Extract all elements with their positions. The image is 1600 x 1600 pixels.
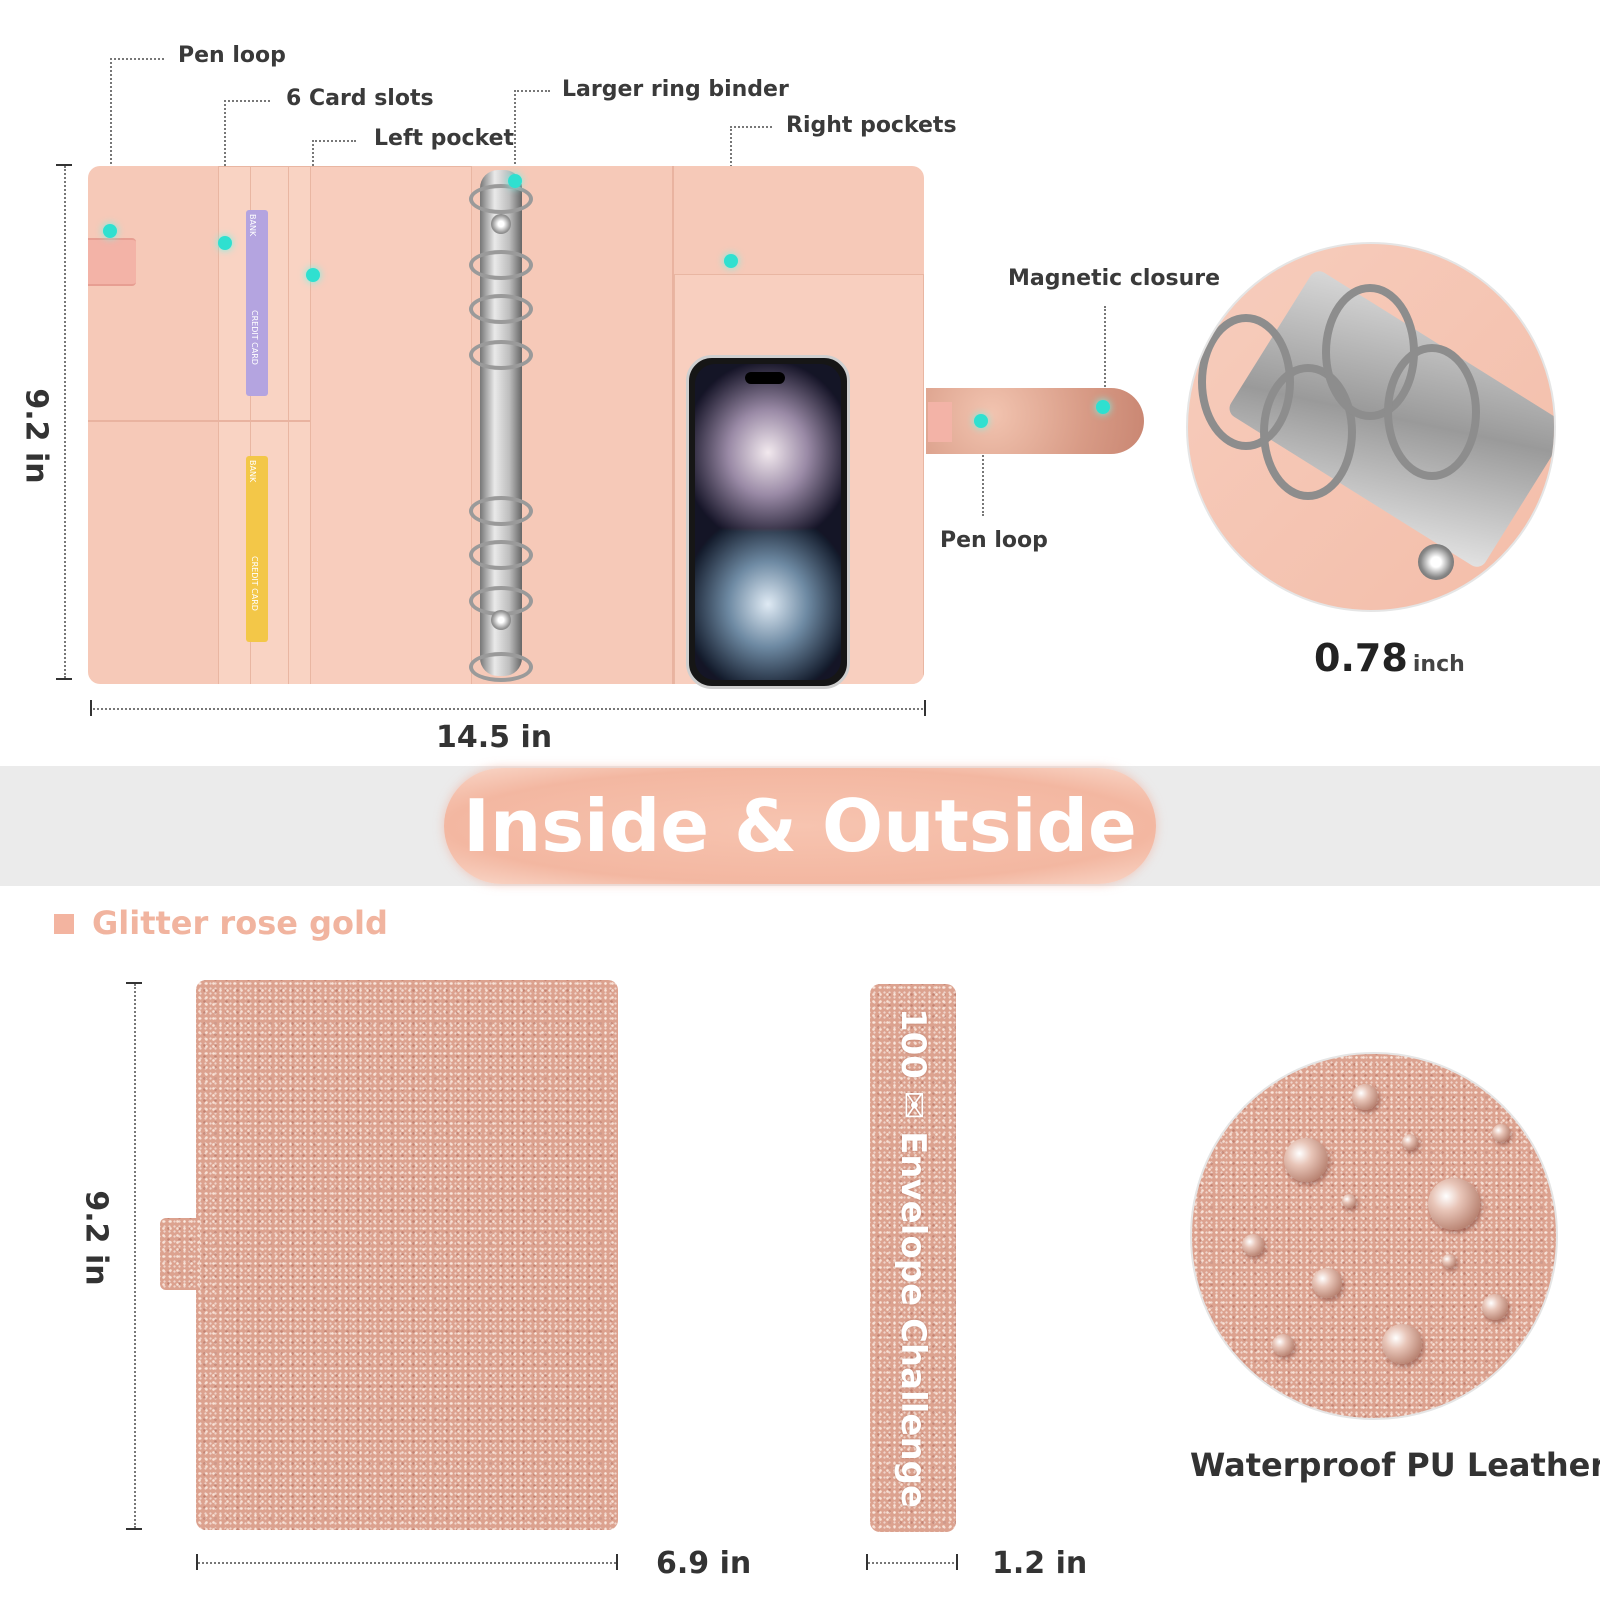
marker-pen-loop-right	[974, 414, 988, 428]
pen-loop-left	[88, 238, 136, 286]
callout-ring-binder: Larger ring binder	[562, 77, 789, 102]
dimension-closed-width: 6.9 in	[656, 1546, 752, 1581]
pen-loop-right	[928, 402, 952, 442]
marker-pen-loop-left	[103, 224, 117, 238]
marker-magnetic-closure	[1096, 400, 1110, 414]
ring-size-value: 0.78	[1314, 636, 1408, 680]
binder-spine	[870, 984, 956, 1532]
callout-pen-loop-left: Pen loop	[178, 43, 286, 68]
credit-card-yellow: BANK CREDIT CARD	[246, 456, 268, 642]
callout-pen-loop-right: Pen loop	[940, 528, 1048, 553]
dimension-open-height: 9.2 in	[18, 388, 54, 484]
closed-binder-cover	[196, 980, 618, 1530]
marker-right-pockets	[724, 254, 738, 268]
feature-label: Waterproof PU Leather	[1190, 1446, 1600, 1484]
magnetic-closure-strap	[926, 388, 1144, 454]
banner-pill	[444, 768, 1156, 884]
banner-title: Inside & Outside	[463, 784, 1137, 868]
ring-binder	[469, 170, 533, 682]
dimension-spine-width: 1.2 in	[992, 1546, 1088, 1581]
dimension-open-width: 14.5 in	[436, 720, 553, 755]
callout-card-slots: 6 Card slots	[286, 86, 434, 111]
color-swatch	[54, 914, 74, 934]
ring-size-unit: inch	[1412, 652, 1465, 677]
marker-ring-binder	[508, 174, 522, 188]
phone-image	[686, 355, 850, 689]
left-pocket	[310, 166, 472, 684]
color-name: Glitter rose gold	[92, 904, 388, 942]
callout-right-pockets: Right pockets	[786, 113, 957, 138]
dimension-closed-height: 9.2 in	[78, 1190, 114, 1286]
callout-magnetic-closure: Magnetic closure	[1008, 266, 1221, 291]
ring-closeup-image	[1186, 242, 1556, 612]
closure-tab	[160, 1218, 200, 1290]
ring-size-label: 0.78 inch	[1314, 636, 1465, 680]
marker-left-pocket	[306, 268, 320, 282]
credit-card-purple: BANK CREDIT CARD	[246, 210, 268, 396]
marker-card-slots	[218, 236, 232, 250]
callout-left-pocket: Left pocket	[374, 126, 515, 151]
waterproof-closeup-image	[1190, 1052, 1558, 1420]
